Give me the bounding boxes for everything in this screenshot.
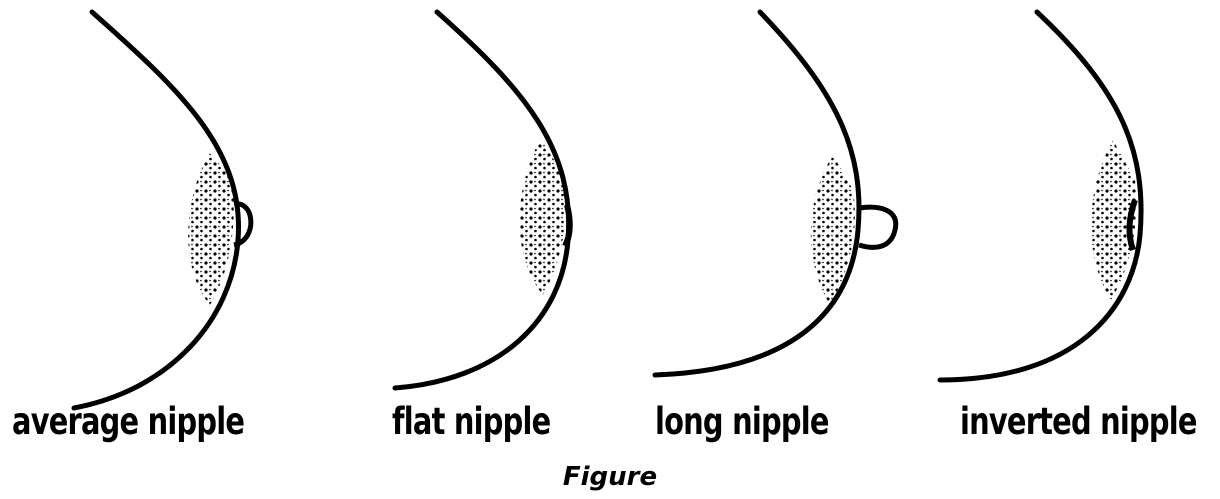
inverted-nipple-drawing (925, 0, 1220, 430)
label-average-nipple: average nipple (12, 400, 244, 443)
label-inverted-nipple: inverted nipple (960, 400, 1197, 443)
flat-nipple-drawing (385, 0, 685, 430)
long-nipple-drawing (655, 0, 955, 430)
nipple (565, 205, 570, 246)
label-long-nipple: long nipple (655, 400, 829, 443)
areola (811, 155, 855, 305)
average-nipple-drawing (60, 0, 360, 430)
label-flat-nipple: flat nipple (392, 400, 550, 443)
figure-caption: Figure (0, 462, 1220, 492)
nipple (859, 207, 896, 247)
